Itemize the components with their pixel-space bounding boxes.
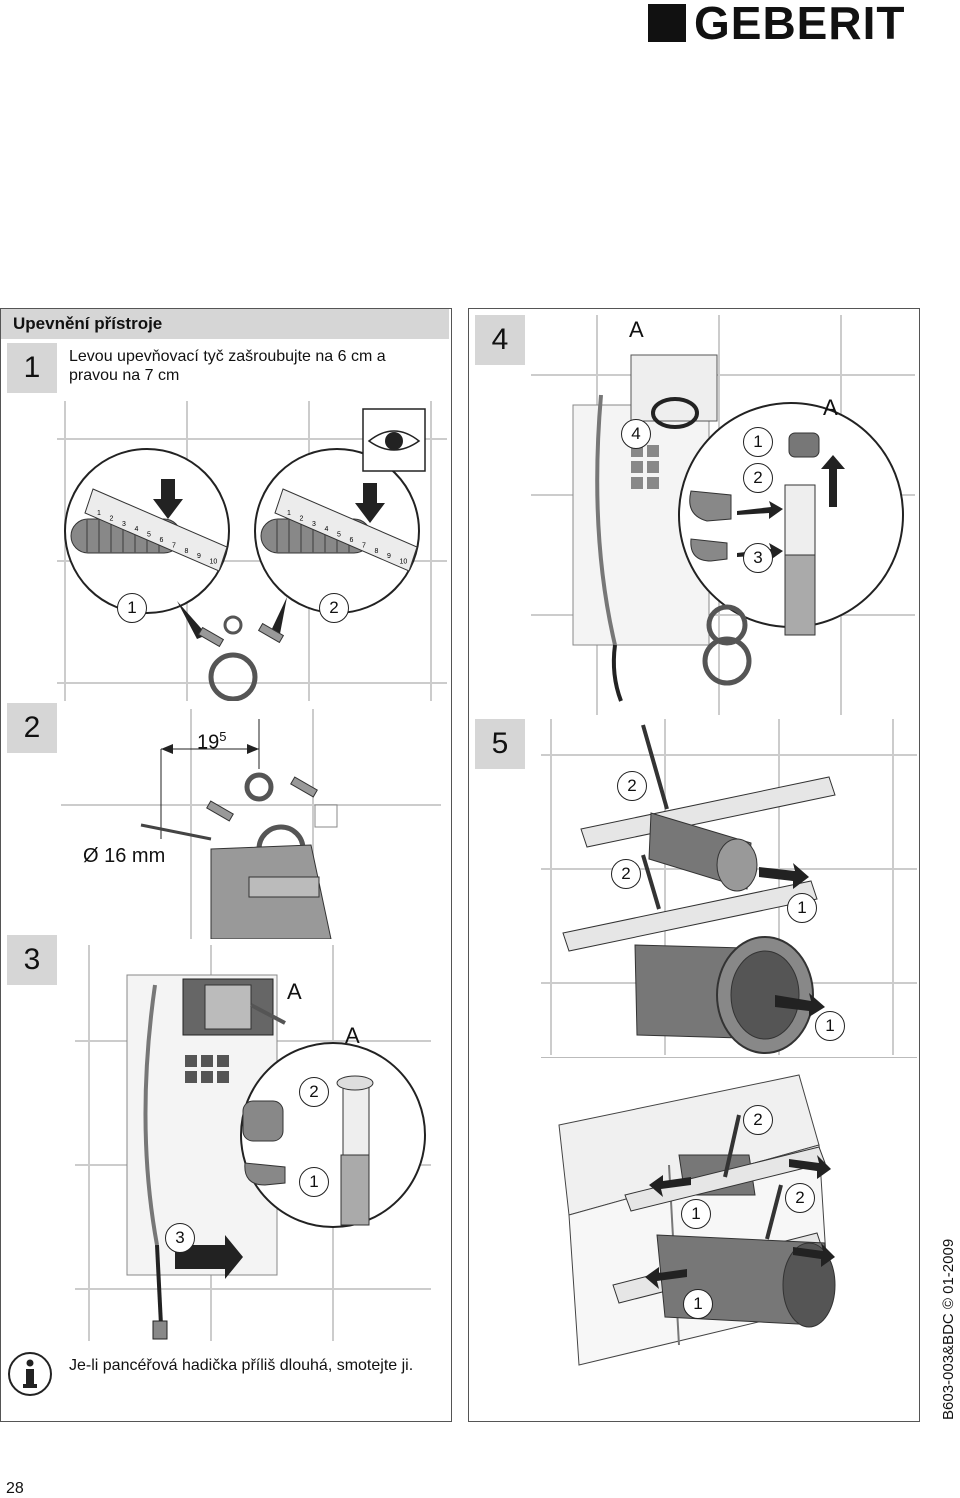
ruler-tick-label: 10 [210, 559, 218, 566]
step-3-callout-1: 1 [299, 1167, 329, 1197]
ruler-tick-label: 6 [160, 537, 164, 544]
ruler-tick-label: 4 [135, 526, 139, 533]
left-panel: Upevnění přístroje 1 Levou upevňovací ty… [0, 308, 452, 1422]
document-code: B603-003&BDC © 01-2009 [940, 1238, 957, 1420]
step-4-callout-4: 4 [621, 419, 651, 449]
dimension-sup: 5 [219, 729, 227, 744]
step-2-illustration [61, 709, 441, 939]
step-1-instruction: Levou upevňovací tyč zašroubujte na 6 cm… [69, 348, 386, 384]
logo-wordmark: GEBERIT [694, 0, 906, 49]
logo-square-mark [648, 4, 686, 42]
ruler-tick-label: 1 [287, 510, 291, 517]
ruler-tick-label: 8 [375, 548, 379, 555]
step-4-callout-3: 3 [743, 543, 773, 573]
ruler-tick-label: 5 [337, 532, 341, 539]
right-panel: 4 A A 4 1 2 3 5 [468, 308, 920, 1422]
step-5-callout-2d: 2 [785, 1183, 815, 1213]
step-5-callout-2c: 2 [743, 1105, 773, 1135]
step-3-callout-3: 3 [165, 1223, 195, 1253]
ruler-tick-label: 2 [110, 515, 114, 522]
step-5-divider [541, 1057, 917, 1058]
page-number: 28 [6, 1480, 24, 1497]
ruler-tick-label: 9 [387, 553, 391, 560]
ruler-tick-label: 3 [122, 521, 126, 528]
step-5-callout-1a: 1 [787, 893, 817, 923]
step-4-callout-2: 2 [743, 463, 773, 493]
ruler-tick-label: 10 [400, 559, 408, 566]
ruler-tick-label: 9 [197, 553, 201, 560]
ruler-tick-label: 6 [350, 537, 354, 544]
step-3-callout-2: 2 [299, 1077, 329, 1107]
step-2-drill-size: Ø 16 mm [83, 845, 166, 867]
step-3-label-a-upper: A [287, 979, 302, 1004]
step-3-label-a-lower: A [345, 1023, 360, 1048]
step-3-number: 3 [7, 935, 57, 985]
step-2-number: 2 [7, 703, 57, 753]
step-3-illustration [75, 945, 431, 1341]
step-4-illustration [531, 315, 915, 715]
ruler-tick-label: 5 [147, 532, 151, 539]
step-5-callout-1d: 1 [683, 1289, 713, 1319]
step-5-callout-1b: 1 [815, 1011, 845, 1041]
ruler-tick-label: 7 [362, 542, 366, 549]
ruler-tick-label: 2 [300, 515, 304, 522]
step-1-illustration: 1 2 3 4 5 6 7 8 9 10 1 2 3 4 5 6 7 8 9 10 [57, 401, 447, 701]
step-5-illustration-bottom [558, 1074, 836, 1366]
step-5-callout-2b: 2 [611, 859, 641, 889]
step-2-dimension: 195 [197, 729, 226, 755]
geberit-logo: GEBERIT [648, 0, 918, 46]
step-5-callout-2a: 2 [617, 771, 647, 801]
dimension-main: 19 [197, 731, 220, 754]
ruler-tick-label: 4 [325, 526, 329, 533]
step-1-callout-2: 2 [319, 593, 349, 623]
step-4-label-a-zoom: A [823, 395, 838, 420]
step-4-label-a-top: A [629, 317, 644, 342]
ruler-tick-label: 1 [97, 510, 101, 517]
ruler-tick-label: 8 [185, 548, 189, 555]
step-5-illustration-top [541, 719, 917, 1055]
step-4-number: 4 [475, 315, 525, 365]
step-1-number: 1 [7, 343, 57, 393]
info-icon [8, 1352, 52, 1396]
ruler-tick-label: 7 [172, 542, 176, 549]
section-title: Upevnění přístroje [1, 309, 449, 339]
ruler-tick-label: 3 [312, 521, 316, 528]
step-1-callout-1: 1 [117, 593, 147, 623]
step-4-callout-1: 1 [743, 427, 773, 457]
info-text: Je-li pancéřová hadička příliš dlouhá, s… [69, 1357, 414, 1374]
step-5-number: 5 [475, 719, 525, 769]
step-5-callout-1c: 1 [681, 1199, 711, 1229]
